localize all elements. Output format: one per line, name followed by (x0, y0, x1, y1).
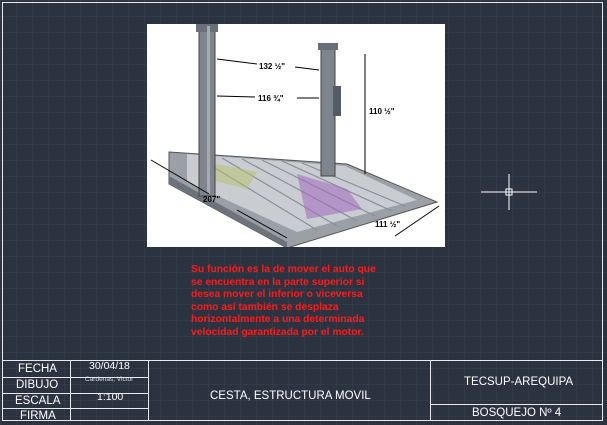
fecha-label: FECHA (18, 363, 57, 375)
escala-value: 1:100 (97, 391, 124, 403)
dibujo-label: DIBUJO (16, 379, 59, 391)
institution-name: TECSUP-AREQUIPA (464, 376, 574, 388)
project-title: CESTA, ESTRUCTURA MOVIL (210, 390, 371, 402)
dim-lower-width: 116 ¾" (258, 94, 284, 103)
sheet-number: BOSQUEJO Nº 4 (472, 407, 562, 419)
dim-upper-width: 132 ½" (259, 62, 285, 71)
fecha-value: 30/04/18 (89, 360, 130, 372)
dibujo-value: Cardenas, Victor (85, 376, 134, 383)
drawing-border (2, 2, 603, 421)
car-lift-image: 132 ½" 116 ¾" 110 ½" 207" 111 ½" (147, 24, 445, 249)
dim-depth: 111 ½" (375, 220, 400, 229)
dim-length: 207" (203, 195, 220, 204)
firma-label: FIRMA (20, 410, 56, 422)
description-text: Su función es la de mover el auto que se… (191, 264, 376, 338)
escala-label: ESCALA (15, 395, 61, 407)
crosshair-cursor-icon (481, 174, 537, 210)
dim-height: 110 ½" (369, 107, 395, 116)
